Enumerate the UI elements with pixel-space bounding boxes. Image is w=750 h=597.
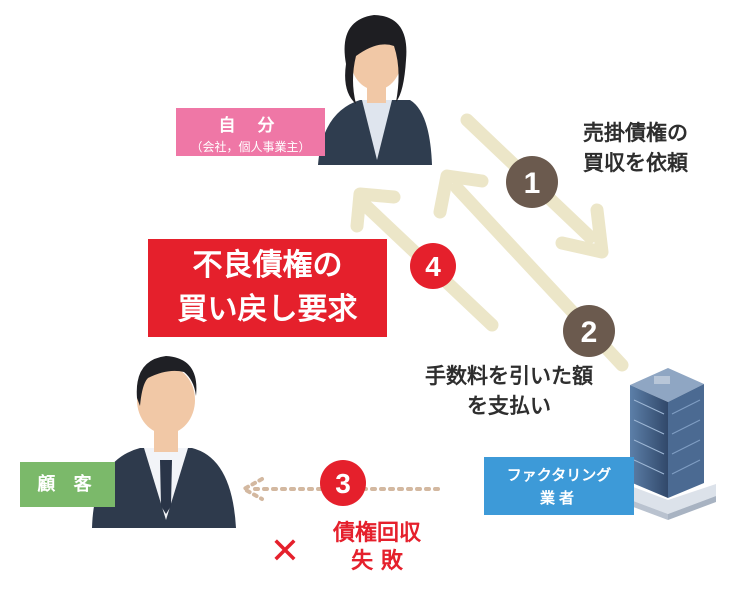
factoring-label-line2: 業者: [539, 489, 578, 507]
step-4-text-line1: 不良債権の: [192, 248, 343, 283]
step-2-text-line1: 手数料を引いた額: [425, 364, 593, 388]
customer-person-icon: [92, 356, 236, 528]
building-icon: [620, 368, 716, 520]
step-1-badge: 1: [506, 156, 558, 208]
step-1-number: 1: [524, 167, 541, 200]
step-1-text: 売掛債権の 買収を依頼: [583, 118, 688, 178]
step-1-text-line2: 買収を依頼: [583, 151, 688, 175]
step-4-text-line2: 買い戻し要求: [177, 292, 358, 327]
step-2-number: 2: [581, 316, 598, 349]
self-label-name: 自 分: [218, 116, 283, 136]
step-3-text: 債権回収 失 敗: [312, 520, 442, 576]
failure-x-icon: ✕: [270, 531, 300, 572]
customer-label: 顧 客: [20, 462, 115, 507]
self-label-sub: （会社，個人事業主）: [190, 140, 311, 154]
step-4-number: 4: [425, 251, 441, 282]
self-label: 自 分 （会社，個人事業主）: [176, 108, 325, 156]
step-2-text-line2: を支払い: [467, 394, 551, 418]
step-2-text: 手数料を引いた額 を支払い: [393, 361, 625, 421]
step-2-badge: 2: [563, 305, 615, 357]
step-4-badge: 4: [410, 243, 456, 289]
step-3-text-line1: 債権回収: [332, 521, 421, 546]
step-3-text-line2: 失 敗: [351, 549, 403, 574]
step-3-badge: 3: [320, 460, 366, 506]
factoring-label-line1: ファクタリング: [506, 466, 612, 484]
step-3-number: 3: [335, 468, 351, 499]
step-1-text-line1: 売掛債権の: [583, 121, 688, 145]
buyback-callout: 不良債権の 買い戻し要求: [148, 239, 387, 337]
factoring-label: ファクタリング 業者: [484, 457, 634, 515]
self-person-icon: [318, 15, 432, 165]
